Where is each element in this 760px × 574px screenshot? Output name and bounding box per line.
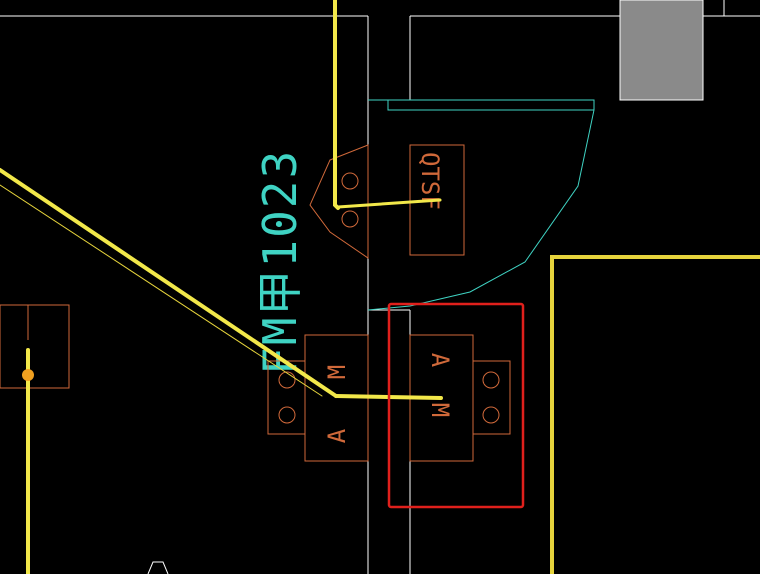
device-am-left-circle-bottom	[278, 406, 296, 424]
wire-top-vertical[interactable]	[333, 0, 340, 210]
selection-highlight-box[interactable]	[387, 302, 525, 509]
left-wire-node	[22, 369, 34, 381]
qtsf-circle-top	[341, 172, 359, 190]
device-am-right-ear	[472, 360, 511, 435]
wire-diagonal-main[interactable]	[0, 168, 338, 398]
qtsf-hexagon	[309, 144, 369, 259]
cyan-outline	[367, 99, 595, 311]
cyan-outline-path	[367, 99, 595, 311]
device-am-right-circle-bottom	[482, 406, 500, 424]
qtsf-label-box	[409, 144, 465, 256]
device-am-right-lower: M	[426, 403, 454, 417]
wire-diagonal-thin	[0, 184, 323, 397]
device-am-left-lower: A	[323, 428, 351, 443]
wire-top-to-qtsf[interactable]	[336, 198, 442, 209]
gray-block	[619, 0, 704, 101]
device-am-left-upper: M	[323, 365, 351, 379]
room-tag-label: FM甲1023	[253, 149, 307, 375]
device-am-right-circle-top	[482, 371, 500, 389]
left-device-box	[0, 304, 70, 389]
triangle-marker-icon	[147, 561, 169, 574]
qtsf-circle-bottom	[341, 210, 359, 228]
device-am-right-upper: A	[426, 353, 454, 368]
qtsf-device[interactable]	[309, 144, 465, 259]
cyan-outline-inner	[387, 100, 594, 111]
wire-right-room[interactable]	[550, 255, 760, 574]
device-am-left-circle-top	[278, 371, 296, 389]
